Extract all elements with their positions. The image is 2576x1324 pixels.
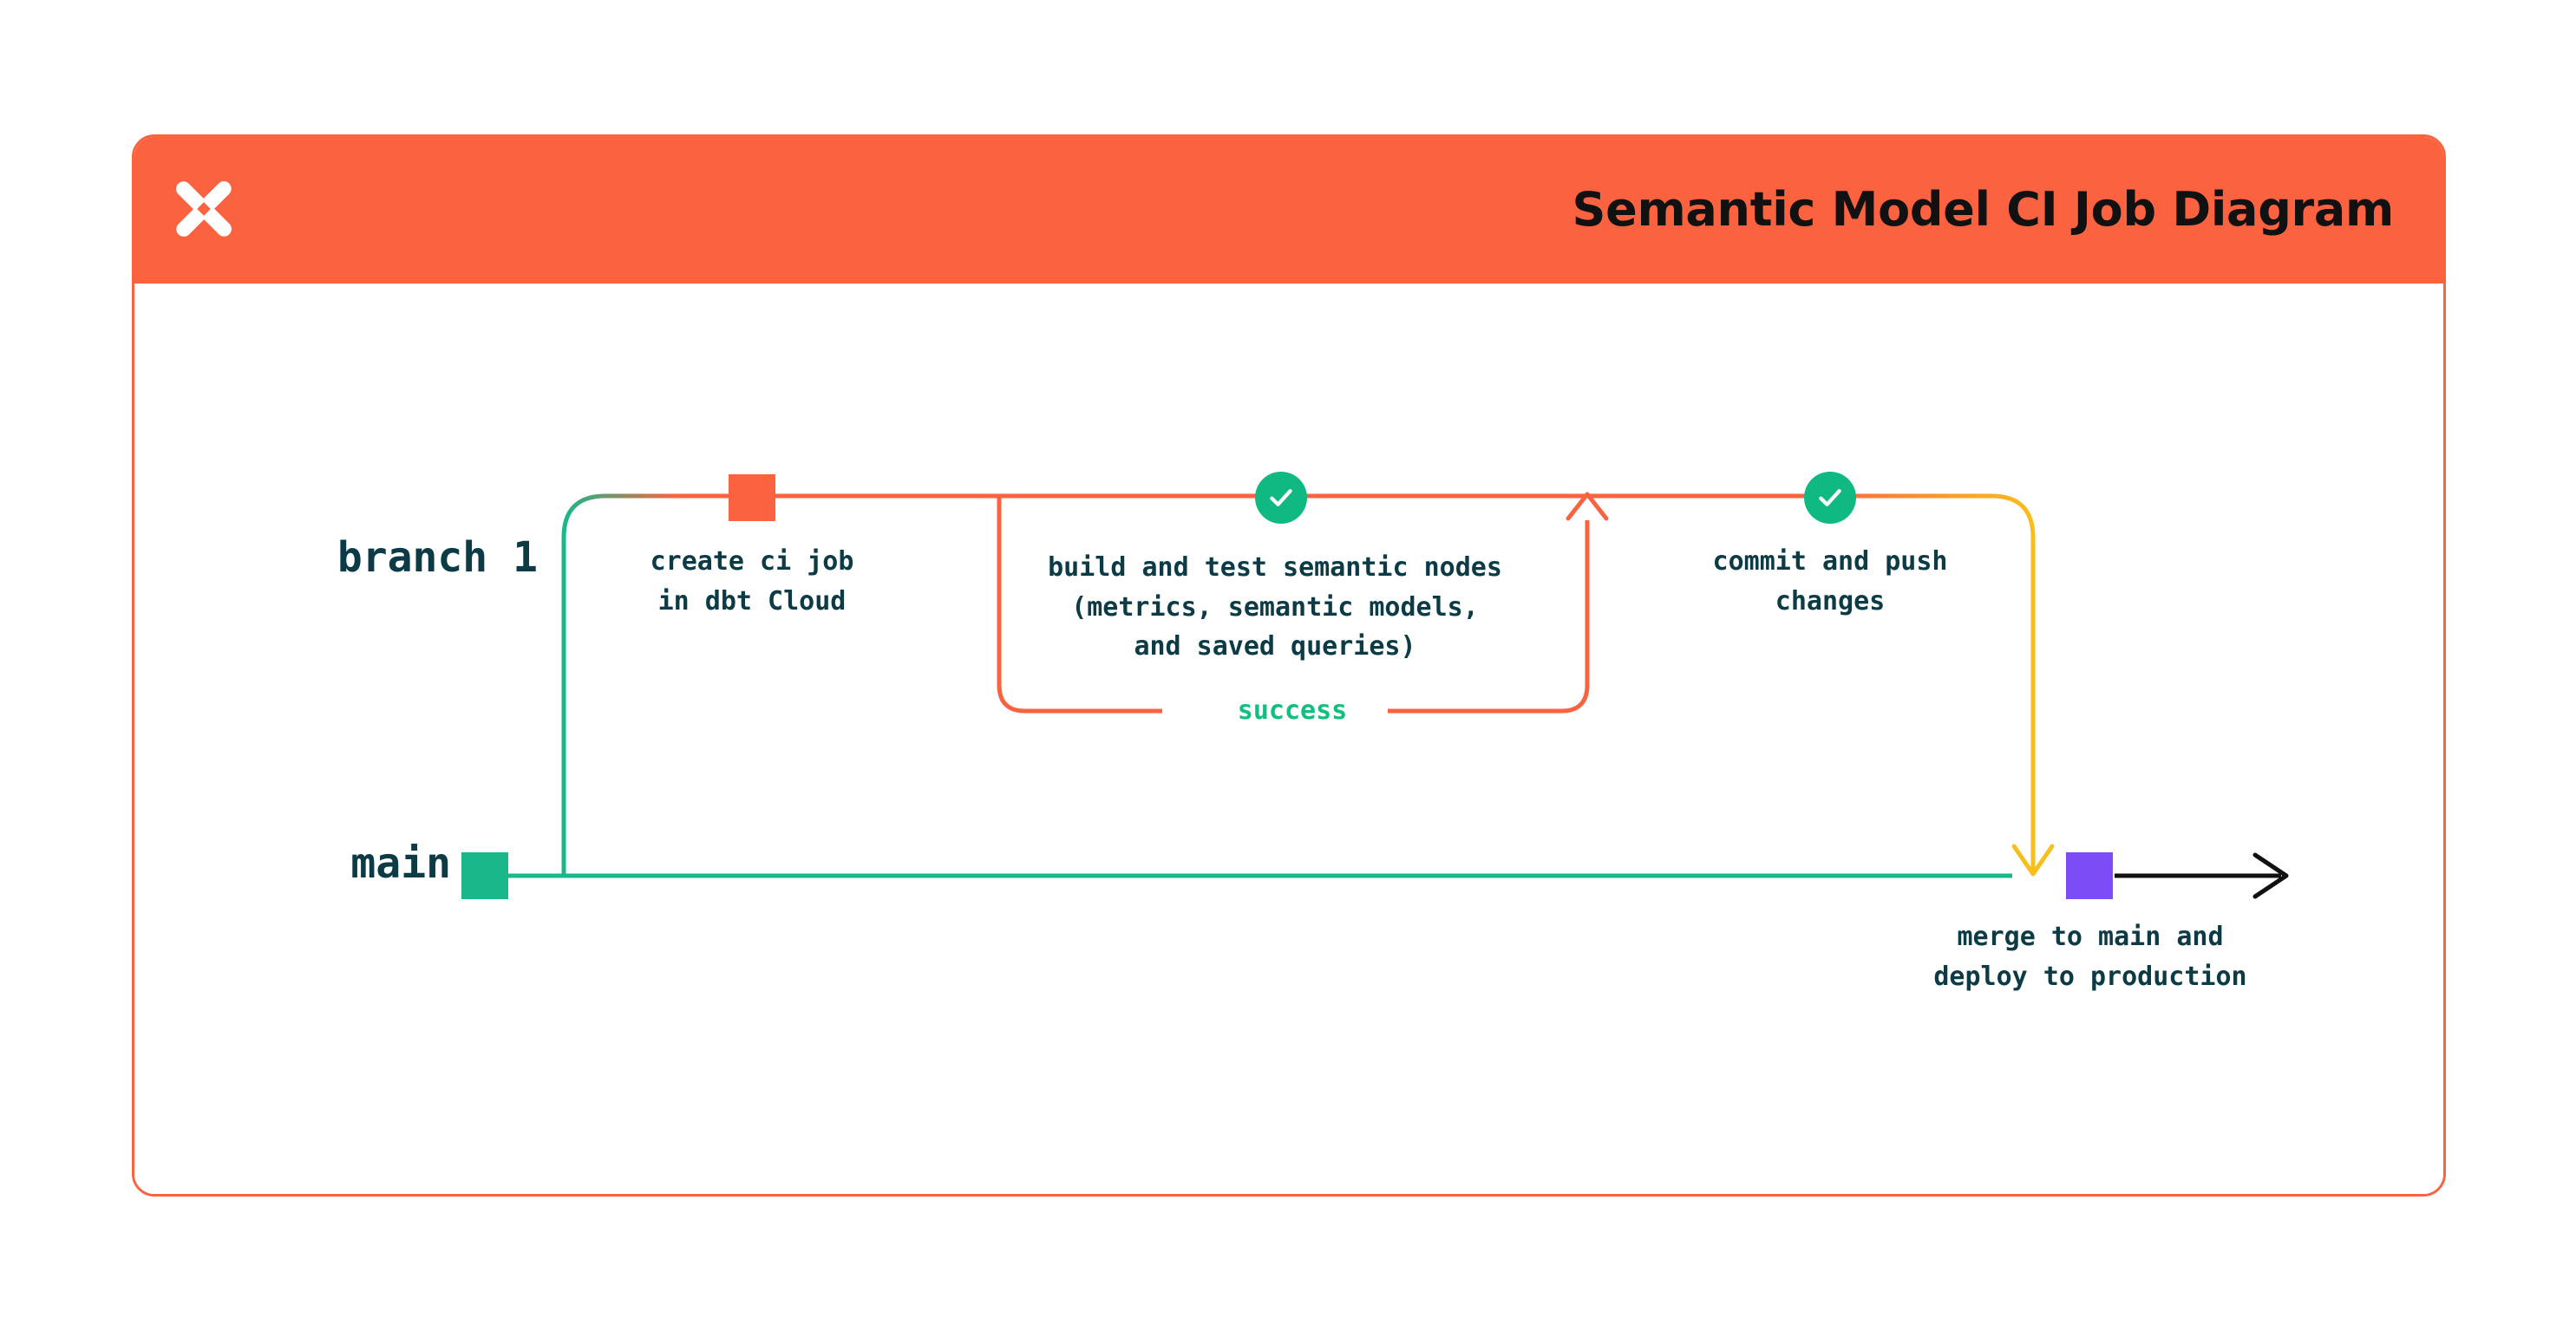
node-commit-and-push[interactable] <box>1804 472 1856 524</box>
caption-commit-and-push: commit and push changes <box>1712 546 1948 616</box>
check-icon <box>1266 483 1296 512</box>
success-loop-label: success <box>1206 694 1379 727</box>
check-icon <box>1815 483 1845 512</box>
diagram-card: Semantic Model CI Job Diagram <box>132 134 2446 1197</box>
node-create-ci-job[interactable] <box>729 474 775 521</box>
caption-build-and-test: build and test semantic nodes (metrics, … <box>1048 552 1502 662</box>
node-merge-to-main[interactable] <box>2066 852 2113 899</box>
node-build-and-test[interactable] <box>1255 472 1307 524</box>
card-header: Semantic Model CI Job Diagram <box>134 137 2443 284</box>
lane-label-branch1: branch 1 <box>337 533 538 582</box>
caption-merge-to-main: merge to main and deploy to production <box>1933 922 2247 992</box>
card-body <box>134 286 2443 1194</box>
page-title: Semantic Model CI Job Diagram <box>1572 181 2395 237</box>
lane-label-main: main <box>350 839 451 888</box>
dbt-x-logo-icon <box>170 175 238 243</box>
node-main-start[interactable] <box>461 852 508 899</box>
caption-create-ci-job: create ci job in dbt Cloud <box>650 546 854 616</box>
